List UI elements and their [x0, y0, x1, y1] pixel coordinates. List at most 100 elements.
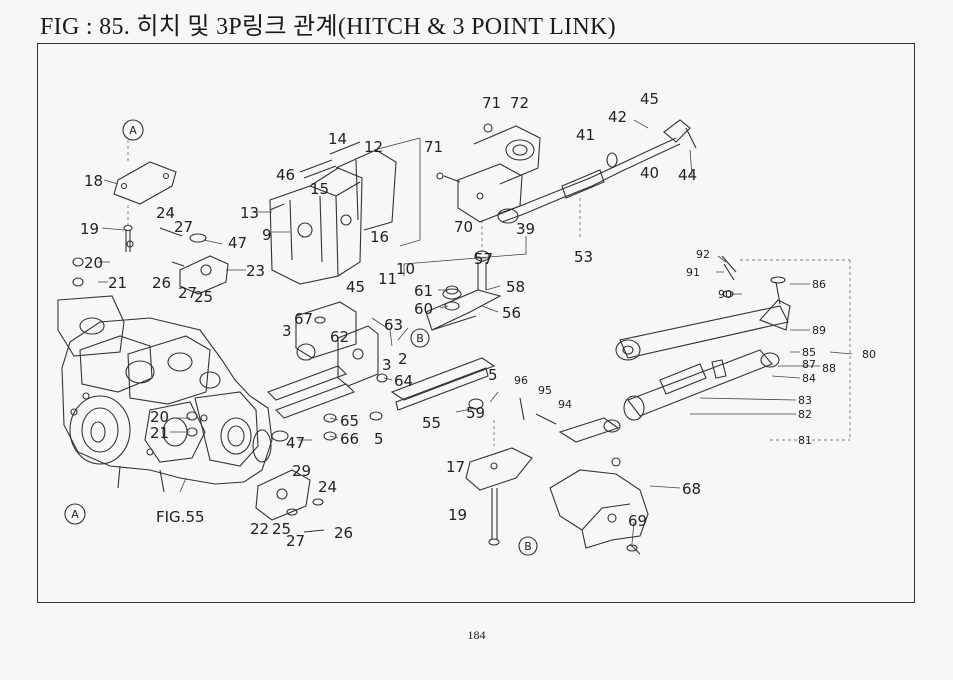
- callout-label: 45: [640, 90, 659, 108]
- callout-label: 59: [466, 404, 485, 422]
- callout-label: 84: [802, 372, 816, 385]
- callout-label: 24: [156, 204, 175, 222]
- callout-label: 80: [862, 348, 876, 361]
- callout-label: 42: [608, 108, 627, 126]
- callout-label: 58: [506, 278, 525, 296]
- callout-label: 96: [514, 374, 528, 387]
- callout-label: 14: [328, 130, 347, 148]
- callout-label: 29: [292, 462, 311, 480]
- callout-label: 70: [454, 218, 473, 236]
- diagram-frame: [37, 43, 915, 603]
- callout-label: 64: [394, 372, 413, 390]
- callout-label: 89: [812, 324, 826, 337]
- callout-labels: 14 12 71 72 71 41 42 45 44 40 18 46 15 1…: [80, 90, 876, 550]
- callout-label: 27: [174, 218, 193, 236]
- callout-label: 94: [558, 398, 572, 411]
- callout-label: 87: [802, 358, 816, 371]
- callout-label: 95: [538, 384, 552, 397]
- callout-label: 60: [414, 300, 433, 318]
- callout-label: 21: [108, 274, 127, 292]
- callout-label: 69: [628, 512, 647, 530]
- callout-label: 71: [482, 94, 501, 112]
- bracket-23: [159, 227, 229, 295]
- callout-label: 63: [384, 316, 403, 334]
- callout-label: 3: [282, 322, 292, 340]
- callout-label: 61: [414, 282, 433, 300]
- callout-label: 25: [272, 520, 291, 538]
- callout-label: 56: [502, 304, 521, 322]
- callout-label: 85: [802, 346, 816, 359]
- callout-label: 2: [398, 350, 408, 368]
- transmission-housing: [57, 295, 273, 493]
- drawbar-56: [390, 220, 502, 411]
- top-link-39: [497, 119, 697, 240]
- figure-title: FIG : 85. 히치 및 3P링크 관계(HITCH & 3 POINT L…: [40, 14, 616, 40]
- plate-45: [267, 301, 379, 419]
- callout-label: 92: [696, 248, 710, 261]
- figure-reference: FIG.55: [156, 508, 205, 526]
- callout-label: 67: [294, 310, 313, 328]
- callout-label: 57: [474, 250, 493, 268]
- callout-label: 81: [798, 434, 812, 447]
- svg-text:A: A: [129, 124, 137, 137]
- lower-link-81: [558, 255, 851, 467]
- callout-label: 13: [240, 204, 259, 222]
- callout-label: 47: [228, 234, 247, 252]
- callout-label: 15: [310, 180, 329, 198]
- callout-label: 46: [276, 166, 295, 184]
- callout-label: 10: [396, 260, 415, 278]
- callout-label: 24: [318, 478, 337, 496]
- cover-68: [549, 469, 649, 555]
- callout-label: 19: [448, 506, 467, 524]
- page-number: 184: [467, 628, 486, 642]
- callout-label: 5: [374, 430, 384, 448]
- svg-text:A: A: [71, 508, 79, 521]
- callout-label: 21: [150, 424, 169, 442]
- callout-label: 53: [574, 248, 593, 266]
- callout-label: 17: [446, 458, 465, 476]
- callout-label: 47: [286, 434, 305, 452]
- callout-label: 83: [798, 394, 812, 407]
- callout-label: 40: [640, 164, 659, 182]
- ref-mark-a-top: A: [122, 119, 144, 141]
- callout-label: 39: [516, 220, 535, 238]
- callout-label: 86: [812, 278, 826, 291]
- callout-label: 55: [422, 414, 441, 432]
- ref-mark-b-bottom: B: [518, 536, 538, 556]
- callout-label: 71: [424, 138, 443, 156]
- callout-label: 3: [382, 356, 392, 374]
- callout-label: 65: [340, 412, 359, 430]
- lower-bracket-22: [255, 430, 325, 533]
- callout-label: 44: [678, 166, 697, 184]
- cover-plate-18: [113, 140, 177, 252]
- callout-label: 11: [378, 270, 397, 288]
- callout-label: 72: [510, 94, 529, 112]
- callout-label: 91: [686, 266, 700, 279]
- ref-mark-a-bottom: A: [64, 503, 86, 525]
- callout-label: 68: [682, 480, 701, 498]
- callout-label: 90: [718, 288, 732, 301]
- callout-label: 26: [152, 274, 171, 292]
- callout-label: 18: [84, 172, 103, 190]
- callout-label: 22: [250, 520, 269, 538]
- callout-label: 9: [262, 226, 272, 244]
- hitch-bracket-9: [269, 141, 397, 285]
- lift-bracket-70: [436, 123, 541, 223]
- callout-label: 27: [286, 532, 305, 550]
- plate-17: [465, 420, 533, 546]
- callout-label: 16: [370, 228, 389, 246]
- callout-label: 45: [346, 278, 365, 296]
- callout-label: 20: [150, 408, 169, 426]
- small-hardware: [72, 257, 557, 441]
- callout-label: 82: [798, 408, 812, 421]
- callout-label: 62: [330, 328, 349, 346]
- callout-label: 41: [576, 126, 595, 144]
- callout-label: 27: [178, 284, 197, 302]
- leader-lines: [98, 119, 853, 545]
- callout-label: 20: [84, 254, 103, 272]
- callout-label: 19: [80, 220, 99, 238]
- callout-label: 88: [822, 362, 836, 375]
- callout-label: 12: [364, 138, 383, 156]
- svg-text:B: B: [524, 540, 532, 553]
